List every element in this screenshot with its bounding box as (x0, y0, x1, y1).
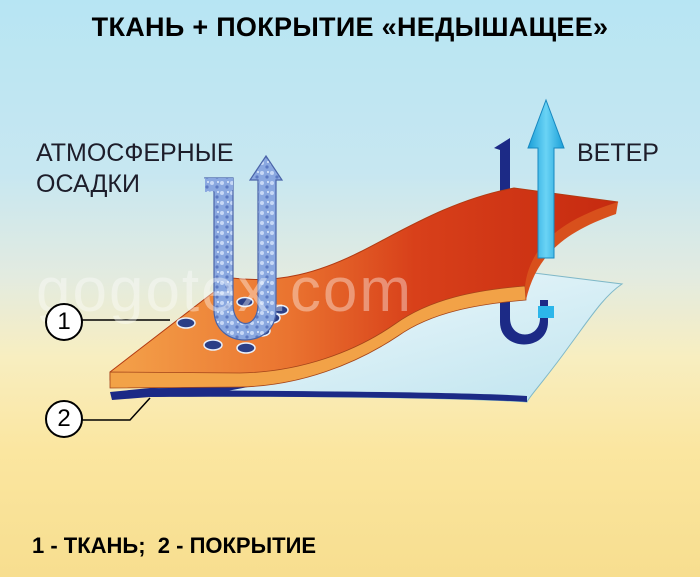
page-title: ТКАНЬ + ПОКРЫТИЕ «НЕДЫШАЩЕЕ» (91, 12, 609, 42)
wind-arrow (527, 98, 565, 259)
callout-fabric: 1 (45, 303, 83, 341)
fabric-edge (109, 285, 527, 389)
wind-label: ВЕТЕР (577, 139, 659, 167)
callout-coating: 2 (45, 400, 83, 438)
callout-line-2 (82, 397, 151, 421)
precipitation-label: АТМОСФЕРНЫЕ ОСАДКИ (36, 139, 234, 198)
watermark: gogotex.com (36, 256, 413, 325)
precipitation-arrow (203, 154, 284, 341)
legend: 1 - ТКАНЬ; 2 - ПОКРЫТИЕ (32, 533, 317, 558)
